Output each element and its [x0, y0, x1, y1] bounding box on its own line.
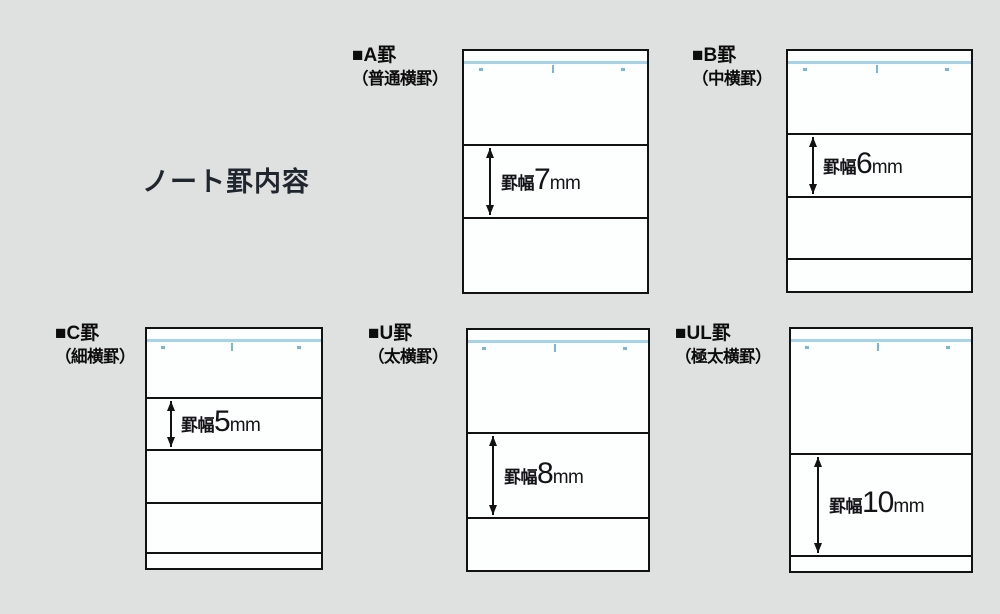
- rule-line: [464, 217, 647, 219]
- tick-mark: [805, 346, 810, 349]
- rule-line: [468, 517, 648, 519]
- tick-mark: [945, 346, 950, 349]
- card-a-subtitle: （普通横罫）: [352, 69, 449, 88]
- card-a-heading: ■A罫 （普通横罫）: [352, 44, 449, 90]
- tick-mark: [230, 343, 233, 351]
- measure-value: 5: [214, 405, 231, 438]
- measure-arrow: [486, 148, 494, 215]
- measure-value: 8: [537, 457, 554, 490]
- rule-card-a: 罫幅7mm: [462, 49, 649, 294]
- measure-label: 罫幅5mm: [181, 405, 261, 439]
- tick-mark: [160, 346, 165, 349]
- rule-line: [791, 555, 971, 557]
- rule-line: [464, 144, 647, 146]
- rule-line: [147, 397, 321, 399]
- measure-label: 罫幅10mm: [829, 486, 925, 520]
- card-u-heading: ■U罫 （太横罫）: [368, 322, 449, 368]
- card-c-title: ■C罫: [55, 323, 100, 344]
- measure-prefix: 罫幅: [504, 468, 538, 487]
- tick-mark: [482, 347, 487, 350]
- card-b-heading: ■B罫 （中横罫）: [692, 44, 773, 90]
- card-b-title: ■B罫: [692, 45, 737, 66]
- measure-prefix: 罫幅: [829, 497, 863, 516]
- tick-mark: [877, 343, 880, 351]
- card-c-subtitle: （細横罫）: [55, 347, 136, 366]
- rule-line: [147, 449, 321, 451]
- measure-prefix: 罫幅: [823, 158, 857, 177]
- measure-unit: mm: [549, 173, 581, 194]
- measure-unit: mm: [552, 467, 584, 488]
- measure-label: 罫幅6mm: [823, 147, 903, 181]
- measure-value: 6: [856, 147, 873, 180]
- rule-line: [788, 258, 971, 260]
- rule-line: [788, 196, 971, 198]
- card-c-heading: ■C罫 （細横罫）: [55, 322, 136, 368]
- card-b-subtitle: （中横罫）: [692, 69, 773, 88]
- measure-value: 7: [534, 163, 551, 196]
- measure-prefix: 罫幅: [181, 416, 215, 435]
- rule-line: [791, 453, 971, 455]
- card-u-title: ■U罫: [368, 323, 413, 344]
- measure-value: 10: [862, 486, 894, 519]
- tick-mark: [802, 68, 807, 71]
- tick-mark: [622, 347, 627, 350]
- measure-prefix: 罫幅: [501, 174, 535, 193]
- measure-label: 罫幅8mm: [504, 457, 584, 491]
- card-ul-heading: ■UL罫 （極太横罫）: [675, 322, 772, 368]
- tick-mark: [478, 68, 483, 71]
- measure-arrow: [167, 401, 175, 447]
- measure-arrow: [814, 457, 822, 553]
- margin-line: [147, 339, 321, 342]
- rule-card-c: 罫幅5mm: [145, 327, 323, 570]
- rule-card-ul: 罫幅10mm: [789, 327, 973, 573]
- margin-line: [464, 61, 647, 64]
- rule-line: [147, 502, 321, 504]
- page-title: ノート罫内容: [142, 167, 310, 197]
- rule-line: [468, 432, 648, 434]
- rule-line: [788, 133, 971, 135]
- rule-card-b: 罫幅6mm: [786, 49, 973, 293]
- tick-mark: [551, 65, 554, 73]
- tick-mark: [945, 68, 950, 71]
- tick-mark: [554, 344, 557, 352]
- margin-line: [788, 61, 971, 64]
- measure-unit: mm: [871, 157, 903, 178]
- tick-mark: [875, 65, 878, 73]
- card-ul-subtitle: （極太横罫）: [675, 347, 772, 366]
- rule-line: [147, 552, 321, 554]
- card-ul-title: ■UL罫: [675, 323, 731, 344]
- margin-line: [791, 339, 971, 342]
- tick-mark: [296, 346, 301, 349]
- margin-line: [468, 340, 648, 343]
- tick-mark: [621, 68, 626, 71]
- measure-arrow: [489, 436, 497, 515]
- rule-card-u: 罫幅8mm: [466, 328, 650, 572]
- measure-label: 罫幅7mm: [501, 163, 581, 197]
- card-u-subtitle: （太横罫）: [368, 347, 449, 366]
- card-a-title: ■A罫: [352, 45, 397, 66]
- measure-unit: mm: [893, 496, 925, 517]
- measure-arrow: [809, 137, 817, 194]
- measure-unit: mm: [229, 415, 261, 436]
